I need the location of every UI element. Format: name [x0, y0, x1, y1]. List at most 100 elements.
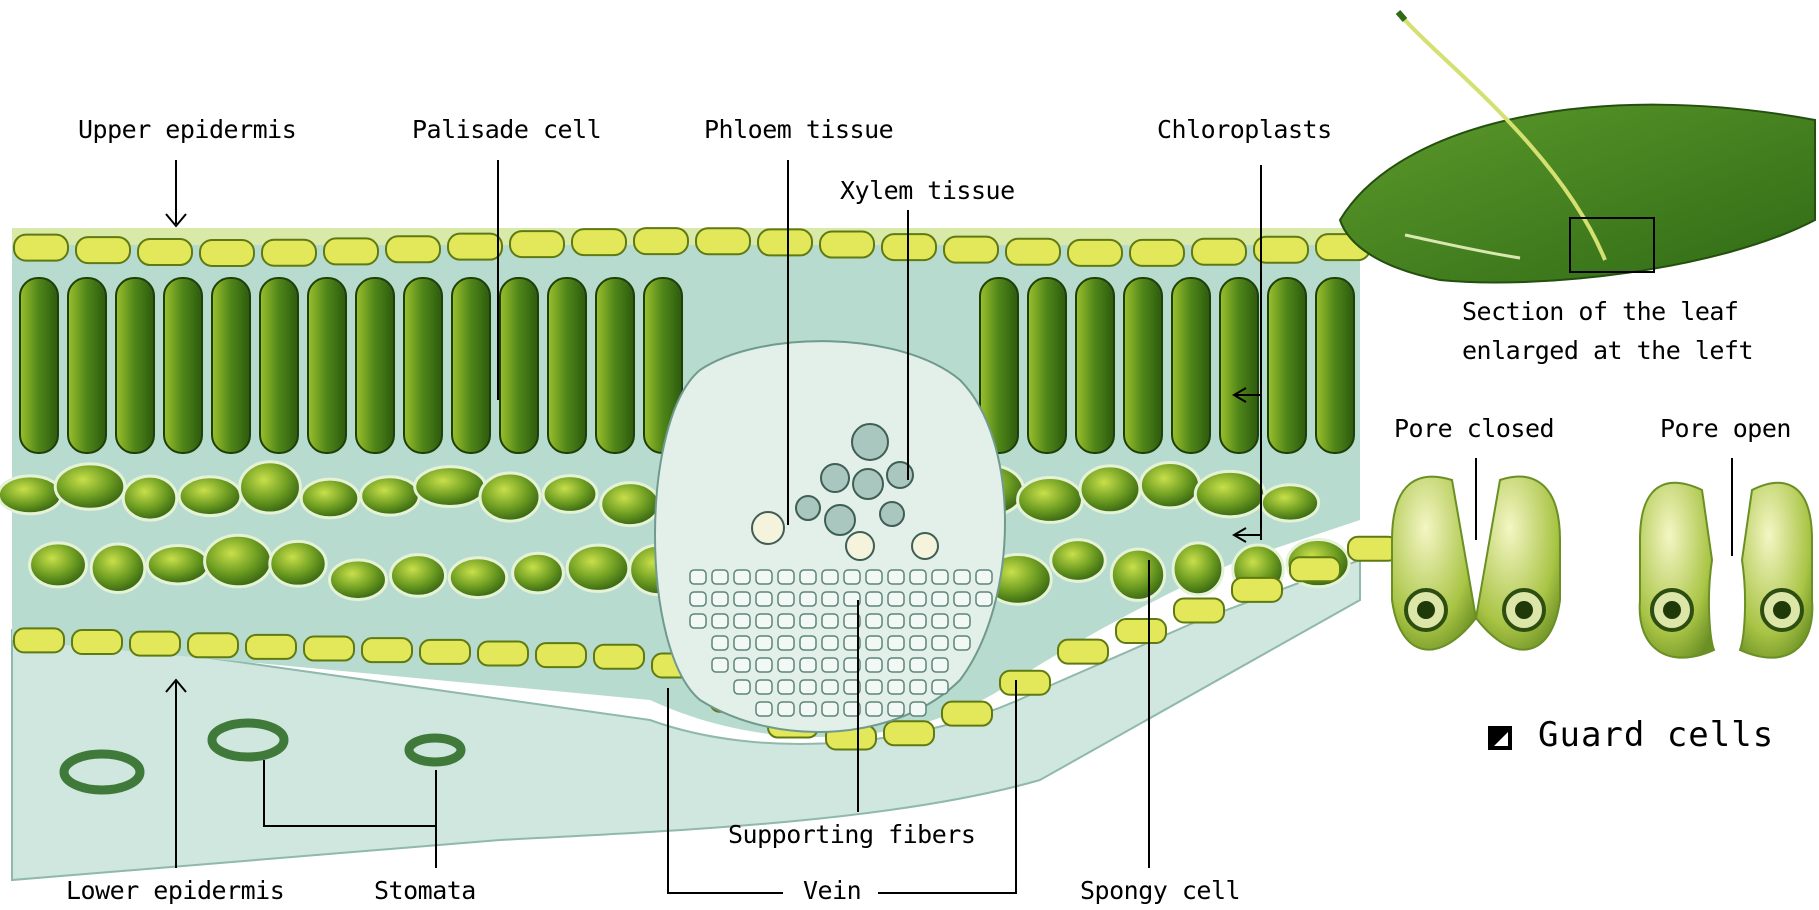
vein-fiber-cell — [800, 680, 816, 694]
vein-fiber-cell — [932, 658, 948, 672]
palisade-cell — [596, 278, 634, 453]
vein-fiber-cell — [756, 636, 772, 650]
vein-fiber-cell — [800, 702, 816, 716]
vein-fiber-cell — [756, 592, 772, 606]
vein-fiber-cell — [822, 680, 838, 694]
spongy-cell — [55, 464, 125, 509]
vein-fiber-cell — [778, 592, 794, 606]
lower-epidermis-cell — [884, 721, 934, 745]
palisade-cell — [404, 278, 442, 453]
upper-epidermis-cell — [1006, 239, 1060, 265]
label-pore-closed: Pore closed — [1394, 414, 1554, 443]
upper-epidermis-cell — [138, 239, 192, 265]
vein-fiber-cell — [800, 570, 816, 584]
upper-epidermis-cell — [1192, 239, 1246, 265]
spongy-cell — [1261, 485, 1318, 521]
vein-fiber-cell — [822, 636, 838, 650]
guard-cells-toggle-icon[interactable] — [1488, 726, 1512, 750]
vein-fiber-cell — [932, 570, 948, 584]
palisade-cell — [68, 278, 106, 453]
vein-fiber-cell — [800, 614, 816, 628]
vein-fiber-cell — [822, 702, 838, 716]
lower-epidermis-cell — [1290, 557, 1340, 581]
spongy-cell — [1195, 471, 1264, 516]
lower-epidermis-cell — [1174, 598, 1224, 622]
spongy-cell — [513, 553, 564, 593]
lower-epidermis-cell — [362, 638, 412, 662]
vein-fiber-cell — [932, 592, 948, 606]
vein-fiber-cell — [734, 636, 750, 650]
vein-fiber-cell — [756, 614, 772, 628]
lower-epidermis-cell — [1348, 537, 1398, 561]
vein-fiber-cell — [888, 680, 904, 694]
lower-epidermis-cell — [14, 628, 64, 652]
lower-epidermis-cell — [420, 640, 470, 664]
vein-fiber-cell — [888, 702, 904, 716]
upper-epidermis-cell — [820, 232, 874, 258]
label-chloroplasts: Chloroplasts — [1157, 115, 1332, 144]
vein-fiber-cell — [954, 636, 970, 650]
lower-epidermis-cell — [130, 632, 180, 656]
palisade-cell — [212, 278, 250, 453]
spongy-cell — [449, 558, 506, 598]
vein-fiber-cell — [800, 658, 816, 672]
lower-epidermis-cell — [1232, 578, 1282, 602]
vein-fiber-cell — [888, 570, 904, 584]
spongy-cell — [601, 483, 659, 526]
vein-fiber-cell — [910, 592, 926, 606]
lower-epidermis-cell — [942, 702, 992, 726]
vein-fiber-cell — [910, 570, 926, 584]
vein-fiber-cell — [822, 592, 838, 606]
vein-fiber-cell — [844, 570, 860, 584]
upper-epidermis-cell — [324, 238, 378, 264]
vein-fiber-cell — [954, 592, 970, 606]
spongy-cell — [330, 560, 387, 600]
vein-fiber-cell — [778, 658, 794, 672]
label-guard-cells: Guard cells — [1538, 715, 1774, 755]
spongy-cell — [240, 462, 301, 513]
vein-fiber-cell — [734, 614, 750, 628]
spongy-cell — [1018, 478, 1083, 523]
vein-fiber-cell — [690, 592, 706, 606]
vein-fiber-cell — [756, 680, 772, 694]
spongy-cell — [270, 541, 326, 586]
vein-fiber-cell — [778, 636, 794, 650]
lower-epidermis-cell — [188, 633, 238, 657]
upper-epidermis-cell — [572, 229, 626, 255]
vein-fiber-cell — [954, 570, 970, 584]
vein-fiber-cell — [910, 636, 926, 650]
spongy-cell — [1080, 466, 1140, 513]
spongy-cell — [480, 473, 540, 521]
label-upper-epidermis: Upper epidermis — [78, 115, 296, 144]
label-stomata: Stomata — [374, 876, 476, 905]
upper-epidermis-cell — [634, 228, 688, 254]
spongy-cell — [301, 479, 359, 518]
palisade-cell — [1076, 278, 1114, 453]
vein-fiber-cell — [690, 614, 706, 628]
palisade-cell — [1268, 278, 1306, 453]
spongy-cell — [390, 555, 445, 597]
vein-fiber-cell — [712, 636, 728, 650]
vein-fiber-cell — [778, 702, 794, 716]
palisade-cell — [1220, 278, 1258, 453]
vein-fiber-cell — [734, 592, 750, 606]
spongy-cell — [123, 476, 177, 520]
spongy-cell — [1111, 549, 1164, 600]
label-pore-open: Pore open — [1660, 414, 1791, 443]
vein-fiber-cell — [690, 570, 706, 584]
upper-epidermis-cell — [386, 236, 440, 262]
label-palisade-cell: Palisade cell — [412, 115, 601, 144]
palisade-cell — [1124, 278, 1162, 453]
palisade-cell — [260, 278, 298, 453]
lower-epidermis-cell — [1058, 640, 1108, 664]
label-xylem-tissue: Xylem tissue — [840, 176, 1015, 205]
leaf-illustration — [1340, 12, 1815, 283]
vein-fiber-cell — [756, 702, 772, 716]
vein-fiber-cell — [778, 680, 794, 694]
vein-fiber-cell — [910, 702, 926, 716]
spongy-cell — [361, 477, 420, 515]
vein-fiber-cell — [822, 570, 838, 584]
vein-fiber-cell — [866, 592, 882, 606]
upper-epidermis-cell — [758, 229, 812, 255]
palisade-cell — [20, 278, 58, 453]
